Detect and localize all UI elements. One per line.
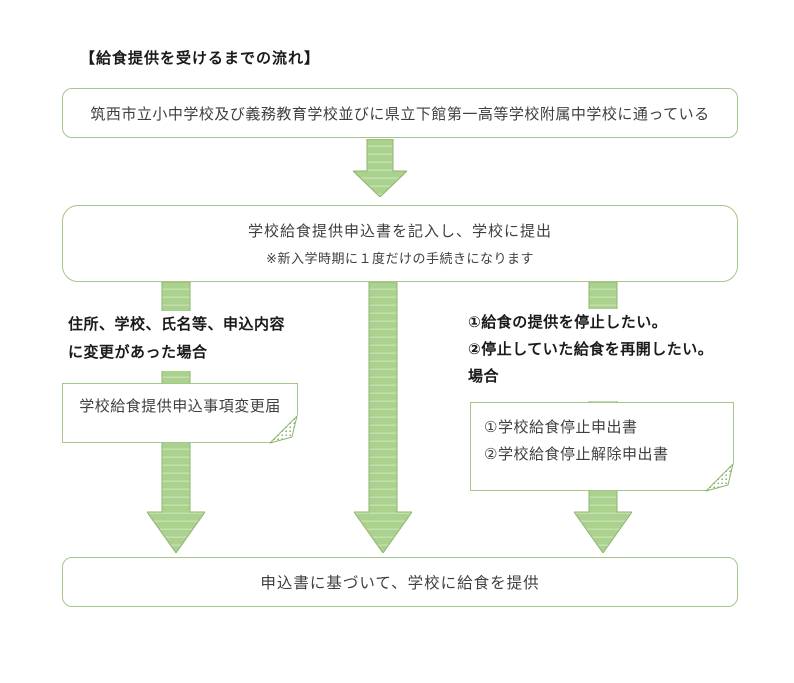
flow-box-enrolled-school-text: 筑西市立小中学校及び義務教育学校並びに県立下館第一高等学校附属中学校に通っている xyxy=(90,105,710,123)
stop-resume-case-label-line3: 場合 xyxy=(468,368,500,385)
stop-resume-case-label-line2: ②停止していた給食を再開したい。 xyxy=(468,341,714,358)
change-form-document-text: 学校給食提供申込事項変更届 xyxy=(79,398,281,415)
down-arrow-middle-icon xyxy=(354,282,412,553)
stop-resume-case-label-line1: ①給食の提供を停止したい。 xyxy=(468,314,668,331)
flow-box-application-text: 学校給食提供申込書を記入し、学校に提出 xyxy=(247,223,552,240)
stop-resume-form-document: ①学校給食停止申出書 ②学校給食停止解除申出書 xyxy=(470,402,735,492)
flow-box-enrolled-school: 筑西市立小中学校及び義務教育学校並びに県立下館第一高等学校附属中学校に通っている xyxy=(62,88,738,138)
flow-box-application-note: ※新入学時期に１度だけの手続きになります xyxy=(266,251,534,266)
flow-box-provide-lunch: 申込書に基づいて、学校に給食を提供 xyxy=(62,557,738,607)
down-arrow-icon xyxy=(353,139,407,197)
stop-form-document-text: ①学校給食停止申出書 xyxy=(484,419,638,436)
change-case-label: 住所、学校、氏名等、申込内容 に変更があった場合 xyxy=(68,311,300,371)
change-form-document: 学校給食提供申込事項変更届 xyxy=(62,383,299,444)
folded-corner-icon xyxy=(705,462,735,492)
change-case-label-line1: 住所、学校、氏名等、申込内容 xyxy=(68,316,286,333)
stop-resume-case-label: ①給食の提供を停止したい。 ②停止していた給食を再開したい。 場合 xyxy=(468,309,762,401)
flow-box-application: 学校給食提供申込書を記入し、学校に提出 ※新入学時期に１度だけの手続きになります xyxy=(62,205,738,282)
resume-form-document-text: ②学校給食停止解除申出書 xyxy=(484,446,669,463)
flow-box-provide-lunch-text: 申込書に基づいて、学校に給食を提供 xyxy=(260,575,540,592)
page-title: 【給食提供を受けるまでの流れ】 xyxy=(80,50,321,67)
change-case-label-line2: に変更があった場合 xyxy=(68,344,208,361)
folded-corner-icon xyxy=(269,414,299,444)
